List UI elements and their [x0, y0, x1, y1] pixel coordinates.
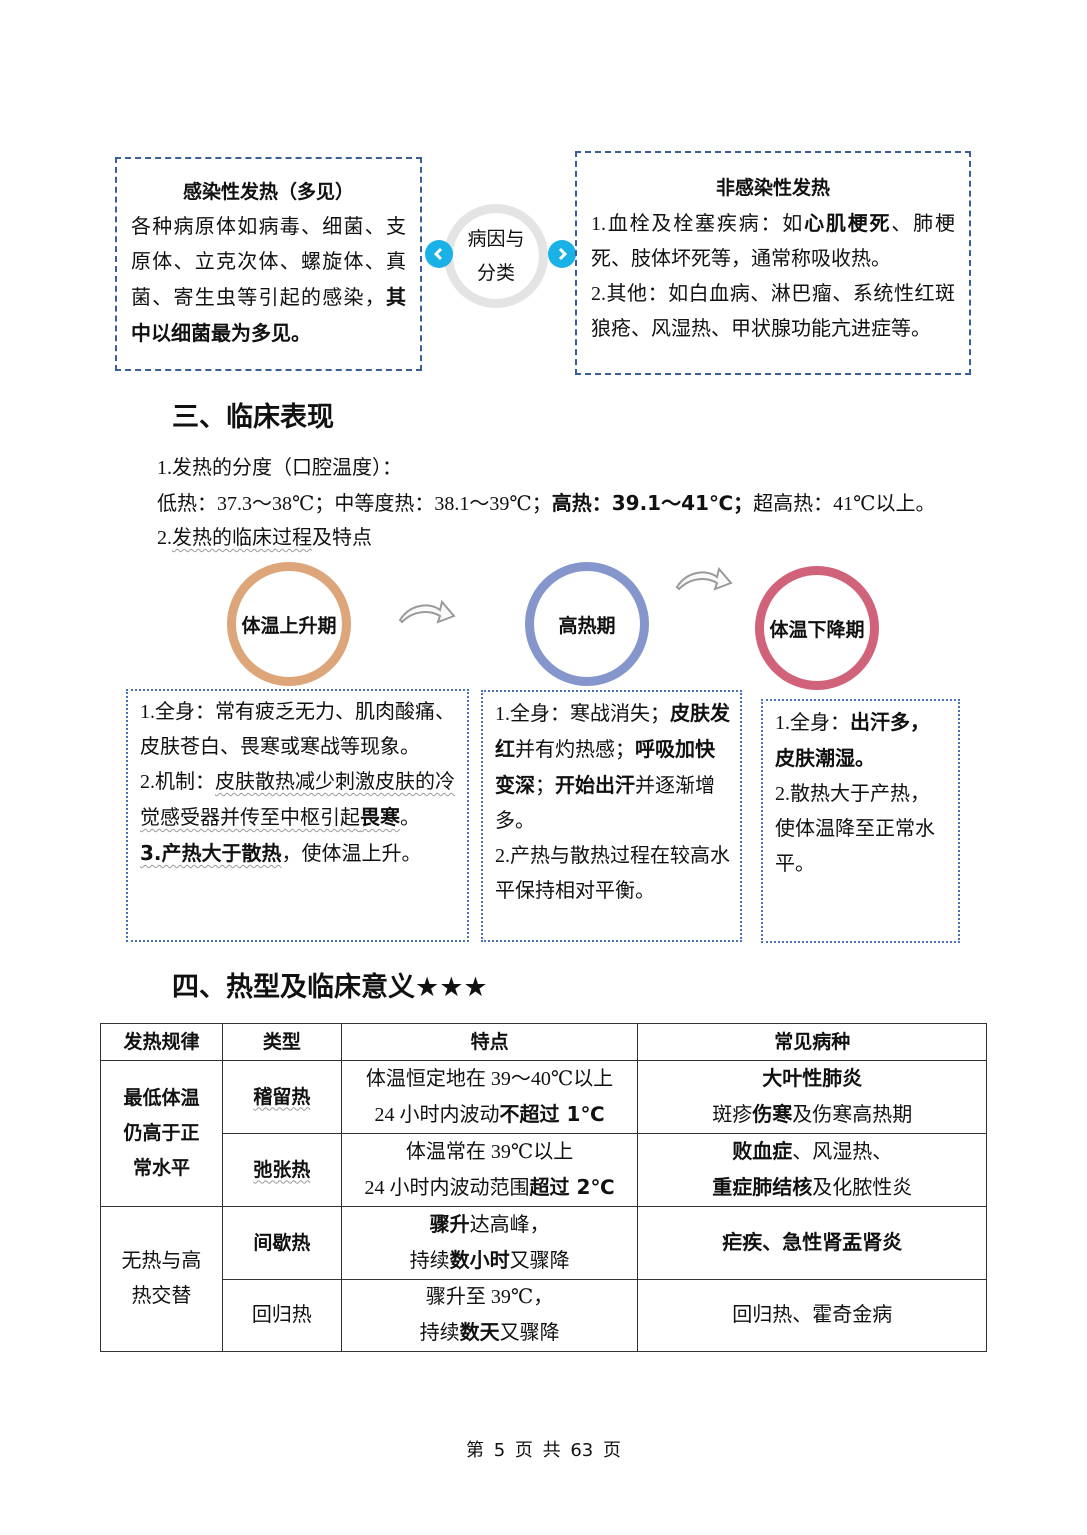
fever-process-title: 2.发热的临床过程及特点 [157, 527, 372, 549]
table-header-row: 发热规律 类型 特点 常见病种 [100, 1023, 987, 1061]
non-infectious-item-2: 2.其他：如白血病、淋巴瘤、系统性红斑狼疮、风湿热、甲状腺功能亢进症等。 [591, 283, 955, 340]
header-type: 类型 [221, 1023, 342, 1061]
page-number: 第 5 页 共 63 页 [466, 1440, 621, 1461]
disease-cell: 败血症、风湿热、 重症肺结核及化脓性炎 [637, 1133, 987, 1207]
chevron-left-icon [425, 240, 453, 268]
non-infectious-item-1: 1.血栓及栓塞疾病：如心肌梗死、肺梗死、肢体坏死等，通常称吸收热。 [591, 211, 955, 270]
stage-high-box: 1.全身：寒战消失；皮肤发红并有灼热感；呼吸加快变深；开始出汗并逐渐增多。 2.… [481, 690, 742, 942]
header-pattern: 发热规律 [100, 1023, 223, 1061]
non-infectious-fever-box: 非感染性发热 1.血栓及栓塞疾病：如心肌梗死、肺梗死、肢体坏死等，通常称吸收热。… [575, 151, 971, 375]
stage-falling-box: 1.全身：出汗多，皮肤潮湿。 2.散热大于产热，使体温降至正常水平。 [761, 699, 960, 943]
group-persistent-high: 最低体温仍高于正常水平 [100, 1060, 223, 1207]
table-row: 最低体温仍高于正常水平 稽留热 体温恒定地在 39～40℃以上 24 小时内波动… [100, 1060, 987, 1207]
feature-cell: 骤升至 39℃， 持续数天又骤降 [340, 1279, 639, 1352]
disease-cell: 大叶性肺炎 斑疹伤寒及伤寒高热期 [637, 1060, 987, 1134]
fever-type-table: 发热规律 类型 特点 常见病种 最低体温仍高于正常水平 稽留热 体温恒定地在 3… [100, 1023, 987, 1352]
section-4-heading: 四、热型及临床意义★★★ [172, 972, 488, 1003]
header-features: 特点 [340, 1023, 639, 1061]
stage-rising-ring: 体温上升期 [227, 562, 351, 686]
infectious-fever-title: 感染性发热（多见） [182, 181, 354, 203]
table-row: 回归热 骤升至 39℃， 持续数天又骤降 回归热、霍奇金病 [101, 1279, 987, 1352]
type-cell: 稽留热 [221, 1060, 342, 1134]
section-3-heading: 三、临床表现 [172, 402, 334, 433]
type-cell: 弛张热 [221, 1133, 342, 1207]
stage-high-ring: 高热期 [525, 562, 649, 686]
table-row: 无热与高热交替 间歇热 骤升达高峰， 持续数小时又骤降 疟疾、急性肾盂肾炎 [100, 1206, 987, 1352]
feature-cell: 骤升达高峰， 持续数小时又骤降 [340, 1206, 639, 1280]
curved-arrow-icon [673, 563, 735, 600]
disease-cell: 回归热、霍奇金病 [637, 1279, 987, 1352]
fever-grading-values: 低热：37.3～38℃；中等度热：38.1～39℃；高热：39.1～41℃；超高… [157, 491, 936, 515]
feature-cell: 体温常在 39℃以上 24 小时内波动范围超过 2℃ [340, 1133, 639, 1207]
stage-rising-box: 1.全身：常有疲乏无力、肌肉酸痛、皮肤苍白、畏寒或寒战等现象。 2.机制：皮肤散… [126, 689, 469, 942]
fever-grading-title: 1.发热的分度（口腔温度）： [157, 457, 402, 479]
cause-classification-hub: 病因与 分类 [444, 204, 548, 308]
header-diseases: 常见病种 [637, 1023, 987, 1061]
table-row: 弛张热 体温常在 39℃以上 24 小时内波动范围超过 2℃ 败血症、风湿热、 … [101, 1133, 987, 1207]
stage-falling-ring: 体温下降期 [755, 566, 879, 690]
group-alternating: 无热与高热交替 [100, 1206, 223, 1352]
type-cell: 间歇热 [221, 1206, 342, 1280]
non-infectious-fever-title: 非感染性发热 [715, 177, 830, 199]
infectious-fever-text: 各种病原体如病毒、细菌、支原体、立克次体、螺旋体、真菌、寄生虫等引起的感染，其中… [131, 216, 406, 345]
chevron-right-icon [548, 240, 576, 268]
type-cell: 回归热 [221, 1279, 342, 1352]
curved-arrow-icon [396, 596, 458, 633]
feature-cell: 体温恒定地在 39～40℃以上 24 小时内波动不超过 1℃ [340, 1060, 639, 1134]
disease-cell: 疟疾、急性肾盂肾炎 [637, 1206, 987, 1280]
infectious-fever-box: 感染性发热（多见） 各种病原体如病毒、细菌、支原体、立克次体、螺旋体、真菌、寄生… [115, 157, 422, 371]
